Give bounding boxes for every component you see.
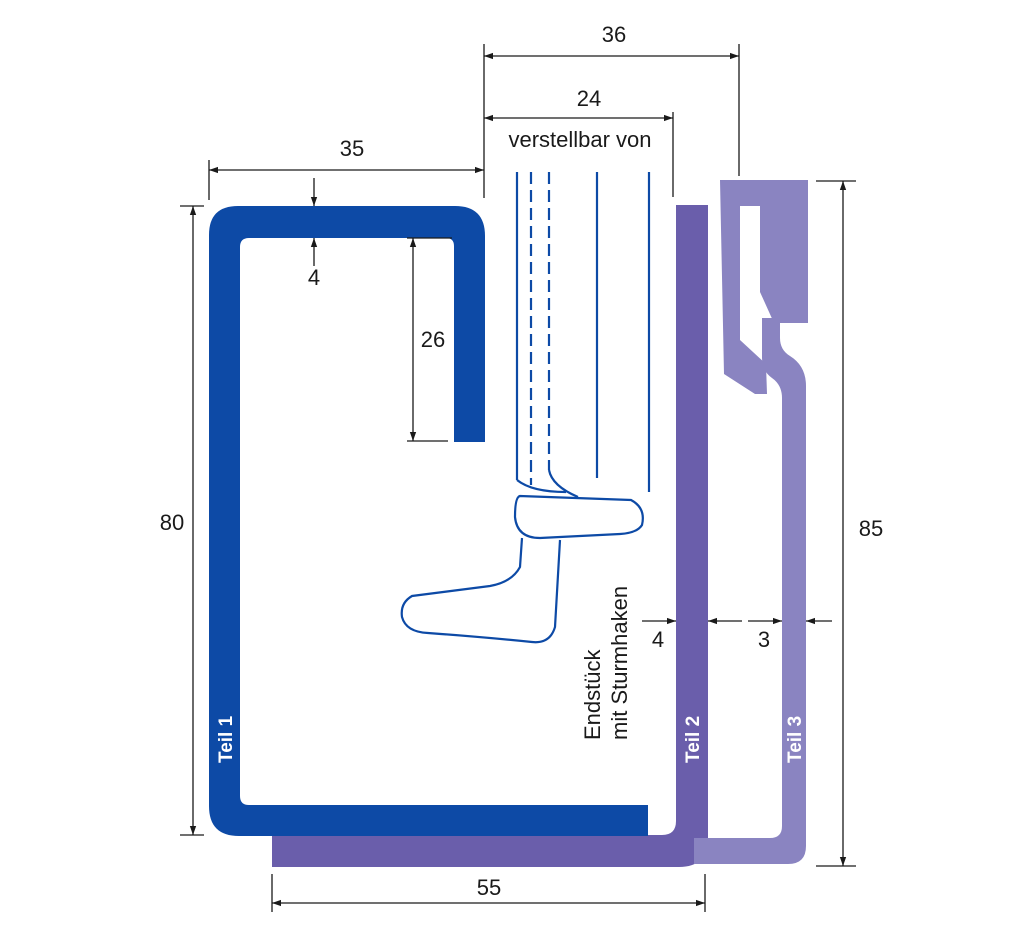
endpiece	[400, 172, 651, 644]
endpiece-label-line2: mit Sturmhaken	[607, 586, 632, 740]
dimension-24: 24 verstellbar von	[484, 86, 674, 197]
dim-55-label: 55	[477, 875, 501, 900]
dim-36-label: 36	[602, 22, 626, 47]
teil2-profile	[272, 205, 708, 867]
teil3-profile	[694, 318, 806, 864]
dim-80-label: 80	[160, 510, 184, 535]
dim-35-label: 35	[340, 136, 364, 161]
adjustable-label: verstellbar von	[508, 127, 651, 152]
dim-24-label: 24	[577, 86, 601, 111]
dim-4-gap-label: 4	[652, 627, 664, 652]
dim-4-top-label: 4	[308, 265, 320, 290]
dim-3-label: 3	[758, 627, 770, 652]
dimension-4-gap: 4	[642, 617, 742, 652]
dimension-36: 36	[483, 22, 740, 198]
dimension-80: 80	[160, 205, 204, 836]
endpiece-label-line1: Endstück	[580, 649, 605, 740]
teil1-profile	[209, 206, 648, 836]
dimension-3: 3	[748, 617, 832, 652]
dimension-55: 55	[271, 874, 706, 912]
dimension-85: 85	[816, 180, 883, 867]
dimension-26: 26	[407, 237, 452, 442]
dim-85-label: 85	[859, 516, 883, 541]
dimension-35: 35	[208, 136, 484, 200]
teil3-label: Teil 3	[785, 716, 806, 763]
dim-26-label: 26	[421, 327, 445, 352]
teil2-label: Teil 2	[683, 716, 704, 763]
teil1-label: Teil 1	[216, 715, 237, 763]
dimension-4-wall: 4	[308, 178, 320, 290]
teil3-hook	[720, 180, 808, 394]
